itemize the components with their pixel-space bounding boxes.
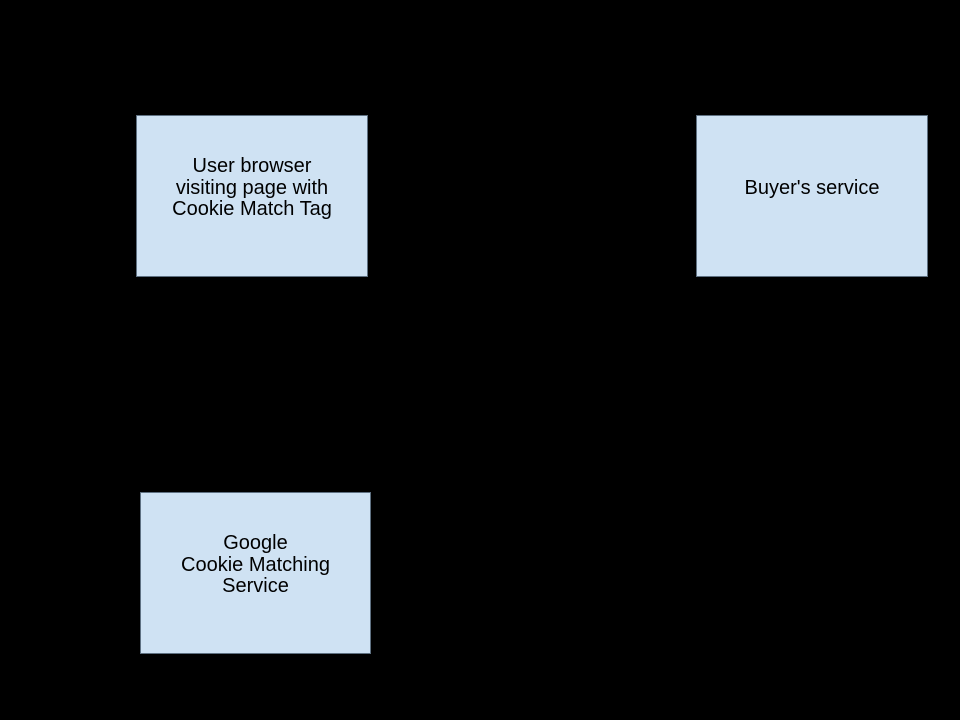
node-buyers-service: Buyer's service xyxy=(696,115,928,277)
node-user-browser: User browser visiting page with Cookie M… xyxy=(136,115,368,277)
node-google-cookie-matching-service: Google Cookie Matching Service xyxy=(140,492,371,654)
node-user-browser-label: User browser visiting page with Cookie M… xyxy=(172,155,332,221)
node-google-cookie-matching-service-label: Google Cookie Matching Service xyxy=(181,532,330,598)
node-buyers-service-label: Buyer's service xyxy=(744,176,880,199)
